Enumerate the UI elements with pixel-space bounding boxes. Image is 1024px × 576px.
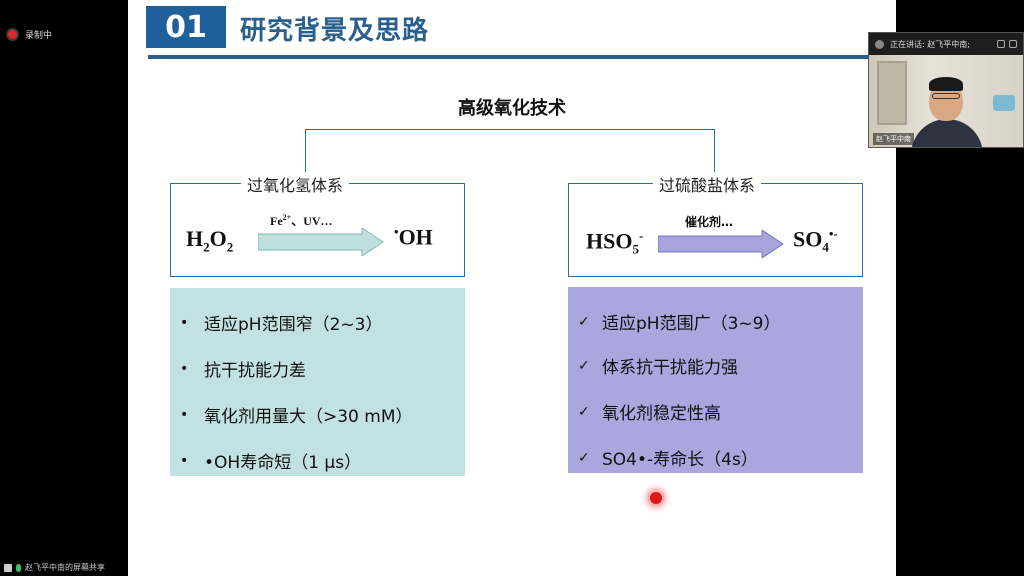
list-item: ✓ SO4•-寿命长（4s） <box>578 449 758 471</box>
minimize-icon[interactable] <box>997 40 1005 48</box>
connector-right <box>714 129 715 183</box>
peroxide-features-panel: • 适应pH范围窄（2~3） • 抗干扰能力差 • 氧化剂用量大（>30 mM）… <box>170 288 465 476</box>
list-item: • •OH寿命短（1 μs） <box>180 452 362 474</box>
right-reaction-arrow <box>658 230 784 258</box>
left-reactant: H2O2 <box>186 226 234 255</box>
record-icon <box>8 30 17 39</box>
left-reaction-arrow <box>258 228 384 256</box>
speaking-label: 正在讲话: 赵飞平中南; <box>890 39 970 49</box>
list-item: ✓ 适应pH范围广（3~9） <box>578 313 781 335</box>
left-condition: Fe2+、UV… <box>270 213 333 228</box>
speaker-video-window[interactable]: 正在讲话: 赵飞平中南; 赵飞平中南 <box>868 32 1024 148</box>
check-icon: ✓ <box>578 357 590 374</box>
persulfate-features-panel: ✓ 适应pH范围广（3~9） ✓ 体系抗干扰能力强 ✓ 氧化剂稳定性高 ✓ SO… <box>568 287 863 473</box>
check-icon: ✓ <box>578 449 590 466</box>
video-controls <box>997 40 1017 48</box>
right-condition: 催化剂… <box>685 215 734 229</box>
participant-video: 赵飞平中南 <box>869 55 1023 147</box>
microphone-icon <box>16 563 21 572</box>
participant-name: 赵飞平中南 <box>873 133 914 145</box>
screen-share-label: 赵飞平中南的屏幕共享 <box>25 563 105 572</box>
connector-left <box>305 129 306 183</box>
bullet-icon: • <box>180 314 189 331</box>
bullet-icon: • <box>180 452 189 469</box>
list-item: • 适应pH范围窄（2~3） <box>180 314 383 336</box>
check-icon: ✓ <box>578 313 590 330</box>
participant-glasses <box>932 93 960 99</box>
persulfate-system-box: 过硫酸盐体系 <box>568 172 863 277</box>
screen-icon <box>4 563 12 572</box>
connector-top <box>305 129 715 130</box>
participant-body <box>911 119 983 147</box>
recording-indicator: 录制中 <box>8 28 52 41</box>
participant-hair <box>929 77 963 91</box>
right-reactant: HSO5- <box>586 228 644 257</box>
persulfate-system-label: 过硫酸盐体系 <box>653 172 762 196</box>
video-title-bar: 正在讲话: 赵飞平中南; <box>869 33 1023 55</box>
video-background-window <box>877 61 907 125</box>
bullet-icon: • <box>180 406 189 423</box>
list-item: ✓ 体系抗干扰能力强 <box>578 357 738 379</box>
list-item: ✓ 氧化剂稳定性高 <box>578 403 721 425</box>
right-product: SO4•- <box>793 226 838 255</box>
screen-share-indicator: 赵飞平中南的屏幕共享 <box>4 562 105 573</box>
section-number: 01 <box>146 6 226 48</box>
laser-pointer <box>650 492 662 504</box>
presentation-slide: 01 研究背景及思路 高级氧化技术 过氧化氢体系 H2O2 Fe2+、UV… •… <box>128 0 896 576</box>
section-title: 研究背景及思路 <box>240 16 430 46</box>
video-background-logo <box>993 95 1015 111</box>
bullet-icon: • <box>180 360 189 377</box>
speaker-icon <box>875 39 884 49</box>
recording-label: 录制中 <box>25 31 53 41</box>
peroxide-system-box: 过氧化氢体系 <box>170 172 465 277</box>
peroxide-system-label: 过氧化氢体系 <box>241 172 350 196</box>
left-product: •OH <box>394 224 433 250</box>
list-item: • 抗干扰能力差 <box>180 360 306 382</box>
grid-icon[interactable] <box>1009 40 1017 48</box>
main-title: 高级氧化技术 <box>458 98 566 119</box>
title-underline <box>148 55 896 59</box>
list-item: • 氧化剂用量大（>30 mM） <box>180 406 413 428</box>
check-icon: ✓ <box>578 403 590 420</box>
